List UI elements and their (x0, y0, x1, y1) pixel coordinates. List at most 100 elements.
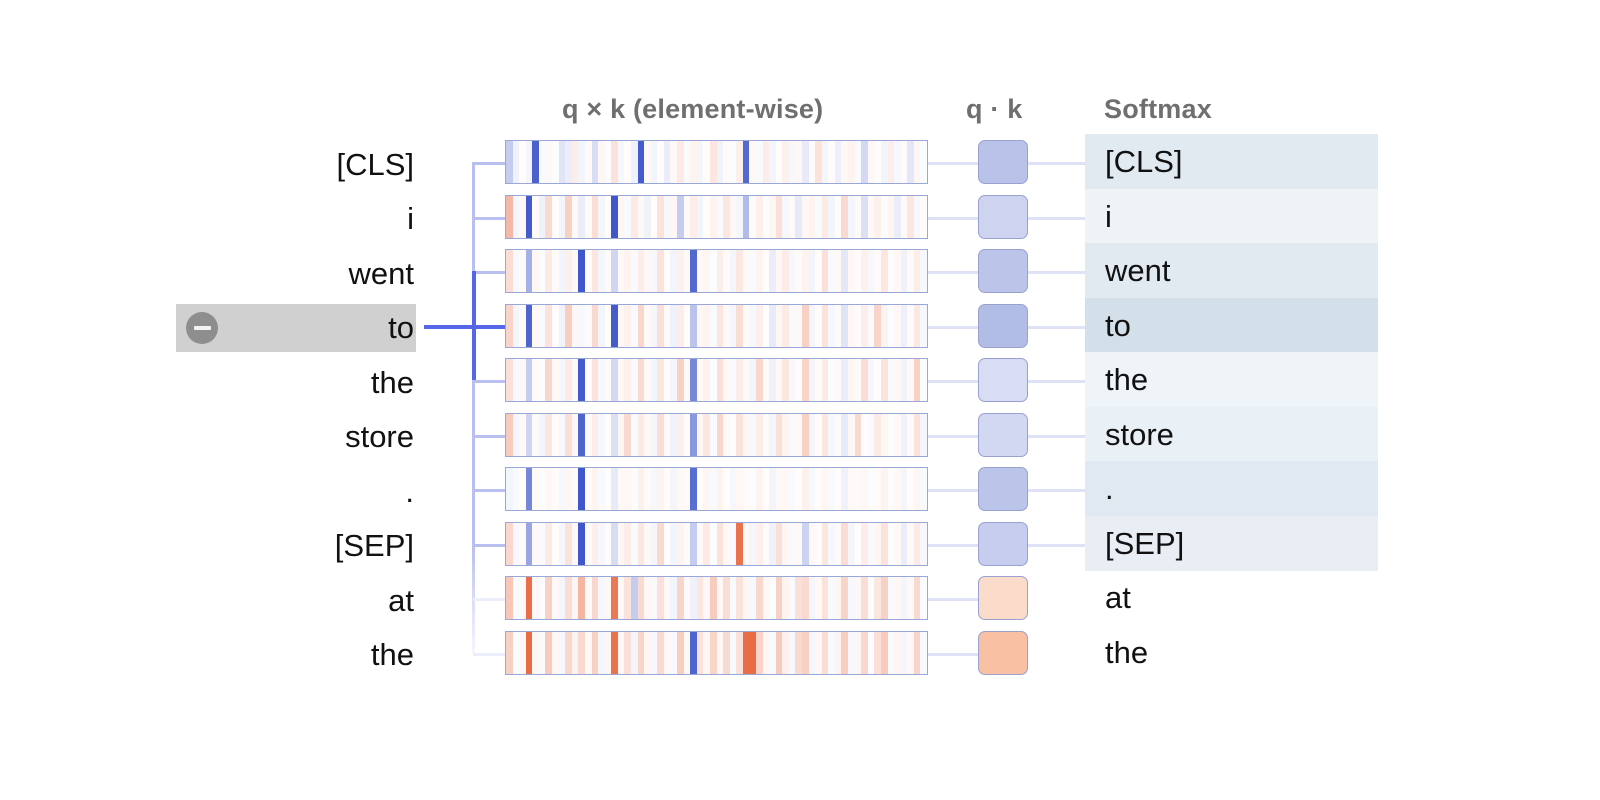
elementwise-cell (900, 141, 908, 183)
elementwise-cell (552, 522, 559, 565)
elementwise-cell (617, 359, 625, 401)
elementwise-cell (538, 468, 546, 510)
elementwise-cell (723, 304, 730, 347)
elementwise-cell (854, 468, 862, 510)
softmax-token-label: store (1105, 416, 1174, 452)
minus-circle-icon[interactable] (186, 311, 218, 344)
elementwise-cell (913, 631, 921, 674)
elementwise-cell (657, 468, 664, 510)
softmax-token-label: i (1105, 198, 1112, 234)
query-token-row[interactable]: store (176, 413, 416, 461)
softmax-row[interactable]: store (1085, 406, 1378, 462)
elementwise-cell (808, 577, 816, 619)
query-token-row[interactable]: [CLS] (176, 140, 416, 188)
elementwise-cell (604, 304, 612, 347)
dot-product-swatch[interactable] (978, 358, 1028, 402)
elementwise-cell (519, 195, 526, 238)
query-token-row[interactable]: the (176, 358, 416, 406)
softmax-row[interactable]: the (1085, 625, 1378, 680)
softmax-row[interactable]: . (1085, 461, 1378, 516)
elementwise-cell (788, 250, 796, 292)
elementwise-cell (558, 250, 566, 292)
elementwise-cell (512, 250, 520, 292)
elementwise-strip[interactable] (505, 630, 928, 675)
elementwise-strip[interactable] (505, 140, 928, 184)
elementwise-cell (874, 522, 881, 565)
query-token-row[interactable]: the (176, 631, 416, 679)
elementwise-cell (519, 468, 526, 510)
elementwise-cell (821, 195, 829, 238)
elementwise-cell (815, 631, 822, 674)
dot-product-swatch[interactable] (978, 194, 1028, 239)
query-token-row[interactable]: . (176, 467, 416, 515)
elementwise-cell (907, 141, 914, 183)
softmax-row[interactable]: to (1085, 297, 1378, 353)
elementwise-cell (861, 141, 868, 183)
elementwise-cell (913, 413, 921, 456)
elementwise-cell (617, 468, 625, 510)
query-token-row[interactable]: went (176, 249, 416, 297)
elementwise-strip[interactable] (505, 467, 928, 511)
elementwise-cell (749, 631, 756, 674)
elementwise-cell (841, 304, 849, 347)
softmax-row[interactable]: [CLS] (1085, 134, 1378, 189)
elementwise-cell (716, 522, 724, 565)
elementwise-cell (782, 141, 789, 183)
query-token-row[interactable]: to (176, 303, 416, 352)
elementwise-cell (630, 522, 638, 565)
elementwise-cell (755, 631, 763, 674)
column-header-softmax: Softmax (1104, 94, 1212, 124)
elementwise-cell (742, 522, 750, 565)
elementwise-cell (782, 522, 789, 565)
dot-product-swatch[interactable] (978, 412, 1028, 457)
elementwise-strip[interactable] (505, 249, 928, 293)
elementwise-cell (775, 250, 783, 292)
elementwise-cell (506, 304, 513, 347)
elementwise-cell (512, 468, 520, 510)
dot-product-swatch[interactable] (978, 630, 1028, 675)
elementwise-cell (696, 250, 704, 292)
connector-branch (473, 489, 510, 492)
elementwise-cell (696, 468, 704, 510)
elementwise-cell (558, 141, 566, 183)
elementwise-cell (874, 304, 881, 347)
dot-product-swatch[interactable] (978, 576, 1028, 620)
softmax-row[interactable]: at (1085, 570, 1378, 625)
dot-product-swatch[interactable] (978, 521, 1028, 566)
elementwise-cell (690, 250, 697, 292)
dot-product-swatch[interactable] (978, 140, 1028, 184)
elementwise-cell (907, 631, 914, 674)
dot-product-swatch[interactable] (978, 467, 1028, 511)
elementwise-cell (696, 195, 704, 238)
elementwise-cell (762, 141, 770, 183)
elementwise-cell (749, 359, 756, 401)
softmax-row[interactable]: went (1085, 243, 1378, 298)
connector-branch (473, 216, 510, 220)
query-token-row[interactable]: [SEP] (176, 522, 416, 570)
elementwise-cell (709, 522, 717, 565)
elementwise-cell (808, 413, 816, 456)
elementwise-cell (723, 195, 730, 238)
elementwise-cell (565, 468, 572, 510)
dot-product-swatch[interactable] (978, 303, 1028, 348)
connector-strip-to-dot (928, 543, 978, 547)
elementwise-strip[interactable] (505, 412, 928, 457)
elementwise-strip[interactable] (505, 303, 928, 348)
elementwise-cell (788, 195, 796, 238)
elementwise-cell (532, 577, 539, 619)
softmax-row[interactable]: the (1085, 352, 1378, 407)
softmax-row[interactable]: i (1085, 188, 1378, 244)
elementwise-cell (584, 468, 592, 510)
softmax-row[interactable]: [SEP] (1085, 515, 1378, 571)
elementwise-cell (874, 195, 881, 238)
query-token-row[interactable]: at (176, 576, 416, 624)
query-token-row[interactable]: i (176, 195, 416, 243)
elementwise-strip[interactable] (505, 521, 928, 566)
elementwise-strip[interactable] (505, 576, 928, 620)
elementwise-cell (762, 413, 770, 456)
elementwise-cell (821, 250, 829, 292)
elementwise-strip[interactable] (505, 358, 928, 402)
elementwise-cell (887, 359, 895, 401)
dot-product-swatch[interactable] (978, 249, 1028, 293)
elementwise-strip[interactable] (505, 194, 928, 239)
